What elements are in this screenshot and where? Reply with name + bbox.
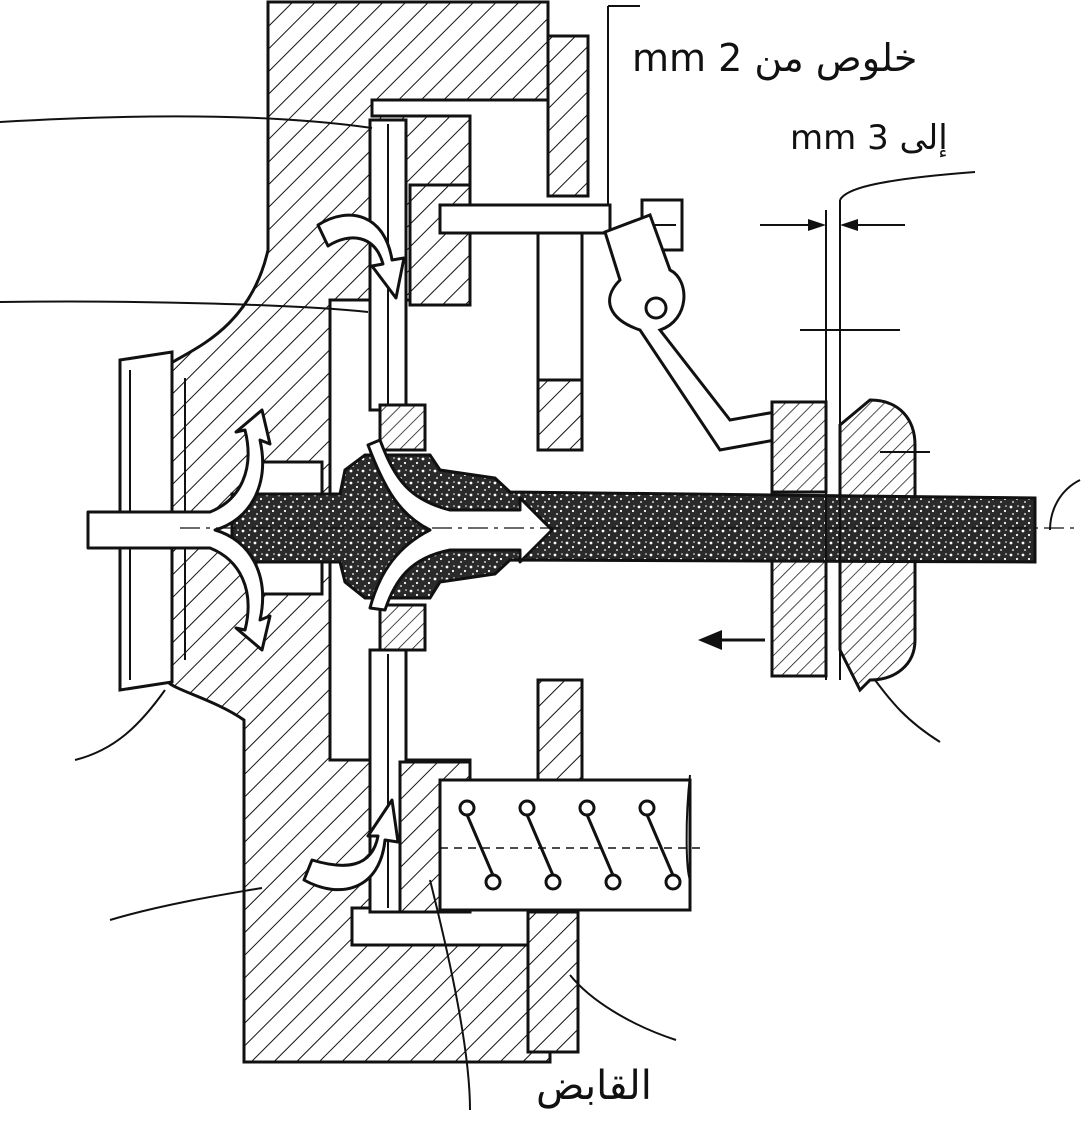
clutch-cover-top (546, 34, 590, 198)
leader-lines (0, 115, 1081, 1111)
release-lever (603, 213, 777, 452)
flow-arrows (86, 213, 554, 892)
clutch-springs (458, 799, 682, 891)
pilot-bearing-bottom (254, 558, 324, 596)
hub-lower (378, 603, 427, 652)
clutch-cover-bottom (526, 910, 580, 1054)
pilot-bearing-top (254, 460, 324, 498)
dimension-arrowhead (840, 219, 858, 231)
release-bearing-left (770, 400, 828, 494)
release-direction-arrow (698, 630, 765, 650)
pressure-plate-upper (408, 183, 472, 307)
clutch-label: القابض (536, 1063, 652, 1109)
dimension-arrowhead (808, 219, 826, 231)
spring-housing (438, 778, 692, 912)
lever-bolt (438, 203, 612, 235)
hub-upper (378, 403, 427, 452)
clearance-label-line2: إلى 3 mm (790, 118, 948, 158)
lever-pivot (644, 296, 668, 320)
input-shaft (230, 453, 1037, 600)
clearance-label-line1: خلوص من 2 mm (632, 36, 918, 80)
clutch-cover-mid (536, 228, 584, 382)
release-bearing-left-low (770, 558, 828, 678)
clutch-cover-hatch-3 (536, 678, 584, 782)
clutch-cover-hatch-2 (536, 378, 584, 452)
